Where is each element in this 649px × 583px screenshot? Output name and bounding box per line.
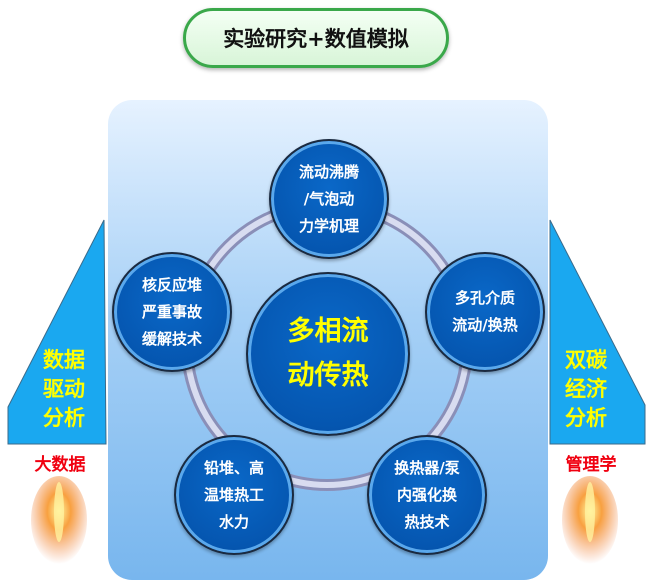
left-side-text: 数据 驱动 分析 bbox=[43, 348, 85, 430]
node-lead-reactor: 铅堆、高 温堆热工 水力 bbox=[174, 435, 294, 555]
center-node: 多相流 动传热 bbox=[246, 272, 410, 436]
node-reactor-accident: 核反应堆 严重事故 缓解技术 bbox=[112, 252, 232, 372]
node-porous: 多孔介质 流动/换热 bbox=[425, 252, 545, 372]
node-boiling: 流动沸腾 /气泡动 力学机理 bbox=[269, 139, 389, 259]
flame-icon-right bbox=[562, 476, 618, 564]
left-triangle bbox=[7, 219, 107, 445]
title-banner: 实验研究+数值模拟 bbox=[183, 8, 449, 68]
flame-icon-left bbox=[31, 476, 87, 564]
right-triangle bbox=[549, 219, 646, 445]
right-side-text: 双碳 经济 分析 bbox=[565, 348, 607, 430]
left-label: 大数据 bbox=[34, 455, 86, 475]
right-label: 管理学 bbox=[565, 455, 617, 475]
node-heat-exchanger: 换热器/泵 内强化换 热技术 bbox=[367, 435, 487, 555]
